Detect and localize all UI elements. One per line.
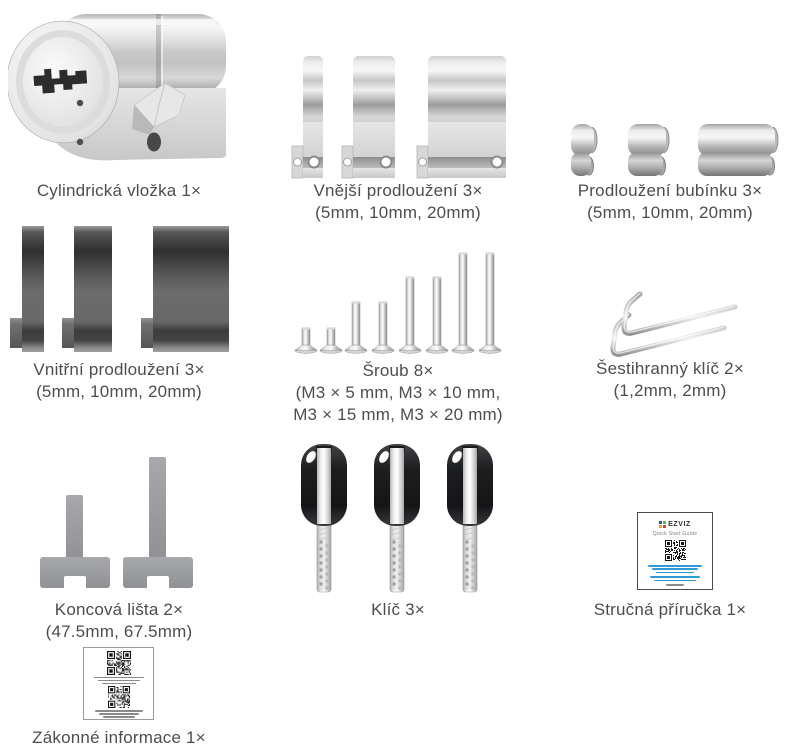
- cylinder-face: [8, 20, 120, 144]
- item-caption: Cylindrická vložka 1×: [8, 180, 230, 202]
- item-cell-cylinder: Cylindrická vložka 1×: [8, 8, 230, 238]
- item-label: Koncová lišta 2×: [54, 600, 184, 619]
- screws-illustration: [294, 252, 502, 354]
- cam-tab: [132, 82, 186, 135]
- item-caption: Vnější prodloužení 3× (5mm, 10mm, 20mm): [278, 180, 518, 224]
- end-strips-illustration: [123, 457, 193, 589]
- booklet-text-lines: [638, 565, 712, 586]
- legal-text-lines: [84, 710, 153, 718]
- item-cell-quick-guide: EZVIZ Quick Start Guide Stručná příručka…: [550, 440, 790, 655]
- item-cell-inner-extension: Vnitřní prodloužení 3× (5mm, 10mm, 20mm): [8, 226, 230, 426]
- item-label: Vnější prodloužení 3×: [313, 181, 483, 200]
- item-label: Šroub 8×: [362, 361, 434, 380]
- qr-code: [106, 651, 131, 675]
- drum-extension-illustration: [571, 124, 779, 176]
- qr-code: [107, 686, 130, 709]
- item-caption: Stručná příručka 1×: [550, 599, 790, 621]
- item-caption: Šroub 8× (M3 × 5 mm, M3 × 10 mm, M3 × 15…: [278, 360, 518, 426]
- screw-hole: [76, 99, 84, 107]
- keys-illustration: [446, 443, 494, 593]
- keys-illustration: [300, 443, 348, 593]
- item-sublabel: M3 × 15 mm, M3 × 20 mm): [293, 405, 503, 424]
- quick-start-guide-title: Quick Start Guide: [652, 531, 698, 537]
- item-sublabel: (47.5mm, 67.5mm): [45, 622, 193, 641]
- item-cell-outer-extension: Vnější prodloužení 3× (5mm, 10mm, 20mm): [278, 8, 518, 238]
- item-cell-legal-info: Zákonné informace 1×: [8, 645, 230, 755]
- legal-info-card: [83, 647, 154, 720]
- qr-code: [664, 540, 686, 561]
- item-cell-hex-key: Šestihranný klíč 2× (1,2mm, 2mm): [550, 226, 790, 426]
- ezviz-logo-text: EZVIZ: [668, 521, 691, 528]
- item-label: Klíč 3×: [371, 600, 425, 619]
- item-cell-key: Klíč 3×: [278, 440, 518, 655]
- ezviz-logo-icon: [659, 521, 667, 528]
- item-label: Zákonné informace 1×: [32, 728, 206, 747]
- quick-guide-card: EZVIZ Quick Start Guide: [637, 512, 713, 590]
- item-caption: Prodloužení bubínku 3× (5mm, 10mm, 20mm): [550, 180, 790, 224]
- item-caption: Klíč 3×: [278, 599, 518, 621]
- keyway: [33, 68, 88, 94]
- item-label: Šestihranný klíč 2×: [596, 359, 744, 378]
- item-sublabel: (5mm, 10mm, 20mm): [587, 203, 753, 222]
- item-cell-drum-extension: Prodloužení bubínku 3× (5mm, 10mm, 20mm): [550, 8, 790, 238]
- item-label: Vnitřní prodloužení 3×: [33, 360, 205, 379]
- lock-cylinder-illustration: [8, 14, 226, 161]
- inner-extension-illustration: [10, 226, 229, 352]
- item-sublabel: (5mm, 10mm, 20mm): [315, 203, 481, 222]
- item-label: Prodloužení bubínku 3×: [577, 181, 763, 200]
- item-caption: Vnitřní prodloužení 3× (5mm, 10mm, 20mm): [8, 359, 230, 403]
- item-caption: Koncová lišta 2× (47.5mm, 67.5mm): [8, 599, 230, 643]
- item-cell-screws: Šroub 8× (M3 × 5 mm, M3 × 10 mm, M3 × 15…: [278, 226, 518, 431]
- legal-text-lines: [84, 677, 153, 685]
- keys-illustration: [373, 443, 421, 593]
- screw-hole: [76, 138, 84, 146]
- item-caption: Šestihranný klíč 2× (1,2mm, 2mm): [550, 358, 790, 402]
- item-caption: Zákonné informace 1×: [8, 727, 230, 749]
- item-sublabel: (1,2mm, 2mm): [613, 381, 727, 400]
- end-strips-illustration: [40, 495, 110, 589]
- item-cell-end-strip: Koncová lišta 2× (47.5mm, 67.5mm): [8, 440, 230, 655]
- ezviz-logo: EZVIZ: [638, 521, 712, 528]
- item-label: Stručná příručka 1×: [593, 600, 747, 619]
- hex-keys-illustration: [610, 291, 738, 357]
- item-sublabel: (M3 × 5 mm, M3 × 10 mm,: [295, 383, 501, 402]
- cam-hole: [147, 132, 161, 152]
- item-sublabel: (5mm, 10mm, 20mm): [36, 382, 202, 401]
- outer-extension-illustration: [291, 56, 506, 179]
- item-label: Cylindrická vložka 1×: [36, 181, 202, 200]
